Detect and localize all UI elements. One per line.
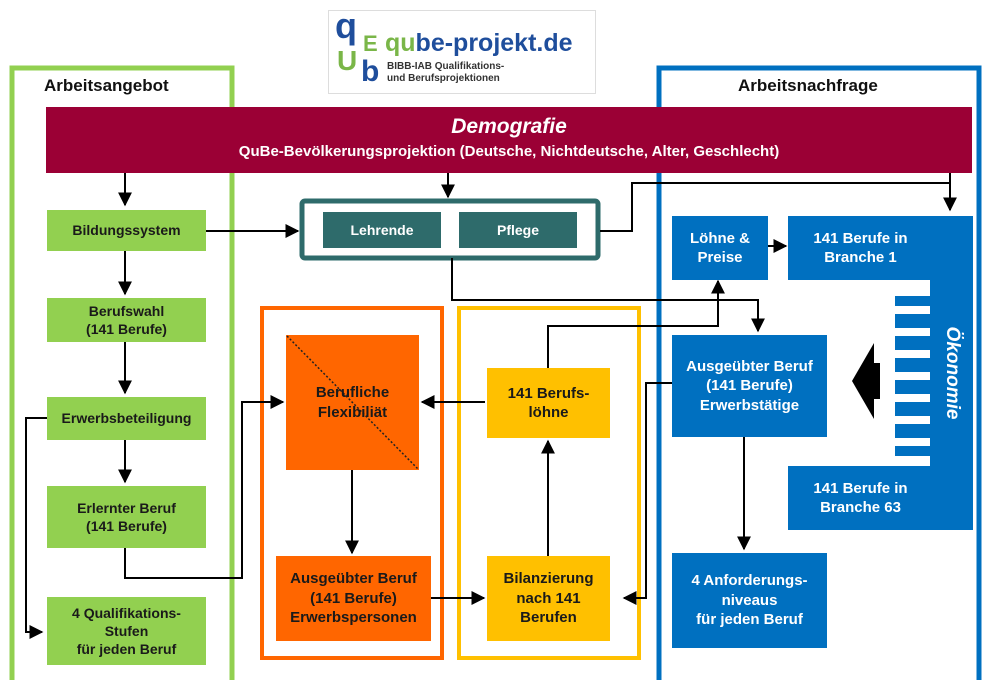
arrow-erwerbstaetige-bilanz bbox=[622, 382, 672, 605]
flexibilitaet-diagonal bbox=[286, 335, 419, 470]
box-berufsloehne: 141 Berufs- löhne bbox=[487, 368, 610, 438]
logo-mark-e: E bbox=[363, 31, 378, 56]
logo-subtitle-2: und Berufsprojektionen bbox=[387, 73, 500, 84]
box-ausgeuebter-beruf-erwerbspersonen: Ausgeübter Beruf (141 Berufe) Erwerbsper… bbox=[276, 556, 431, 641]
box-branche-1: 141 Berufe in Branche 1 bbox=[788, 216, 973, 280]
box-bildungssystem: Bildungssystem bbox=[47, 210, 206, 251]
header-arbeitsangebot: Arbeitsangebot bbox=[44, 76, 169, 95]
supply-frame bbox=[9, 65, 235, 680]
box-erlernter-beruf: Erlernter Beruf (141 Berufe) bbox=[47, 486, 206, 548]
box-bilanzierung: Bilanzierung nach 141 Berufen bbox=[487, 556, 610, 641]
logo-title-be: be-projekt.de bbox=[415, 29, 573, 57]
logo-mark-b: b bbox=[361, 55, 380, 88]
arrow-erwerb-quali bbox=[25, 417, 47, 639]
logo: q E U b qube-projekt.de BIBB-IAB Qualifi… bbox=[328, 5, 596, 94]
box-anforderungsniveaus: 4 Anforderungs- niveaus für jeden Beruf bbox=[672, 553, 827, 648]
box-berufswahl: Berufswahl (141 Berufe) bbox=[47, 298, 206, 342]
box-branche-63: 141 Berufe in Branche 63 bbox=[788, 466, 973, 530]
yellow-group-frame bbox=[457, 306, 641, 660]
box-pflege: Pflege bbox=[459, 212, 577, 248]
demand-frame bbox=[656, 65, 982, 680]
box-ausgeuebter-beruf-erwerbstaetige: Ausgeübter Beruf (141 Berufe) Erwerbstät… bbox=[672, 335, 827, 437]
logo-subtitle-1: BIBB-IAB Qualifikations- bbox=[387, 61, 505, 72]
line-teal-branche bbox=[600, 182, 950, 232]
label-oekonomie: Ökonomie bbox=[942, 326, 963, 420]
logo-mark-u: U bbox=[337, 45, 358, 76]
oekonomie-shape bbox=[895, 278, 973, 468]
demografie-banner: Demografie QuBe-Bevölkerungsprojektion (… bbox=[46, 107, 972, 173]
oekonomie-arrow bbox=[852, 343, 874, 419]
demografie-title: Demografie bbox=[451, 115, 567, 138]
header-arbeitsnachfrage: Arbeitsnachfrage bbox=[738, 76, 878, 95]
arrow-erlernt-flex bbox=[124, 395, 285, 579]
logo-title: qube-projekt.de bbox=[385, 29, 573, 58]
box-qualifikationsstufen: 4 Qualifikations- Stufen für jeden Beruf bbox=[47, 597, 206, 665]
logo-title-qu: qu bbox=[385, 29, 416, 57]
orange-group-frame bbox=[260, 306, 444, 660]
arrow-loehne-preise bbox=[547, 279, 725, 368]
box-berufliche-flexibilitaet: Berufliche Flexibiliät bbox=[315, 384, 390, 421]
logo-mark-q: q bbox=[335, 5, 357, 46]
demografie-subtitle: QuBe-Bevölkerungsprojektion (Deutsche, N… bbox=[238, 143, 780, 160]
box-lehrende: Lehrende bbox=[323, 212, 441, 248]
arrow-teal-ausgeuebt bbox=[451, 258, 765, 333]
box-loehne-preise: Löhne & Preise bbox=[672, 216, 768, 280]
box-erwerbsbeteiligung: Erwerbsbeteiligung bbox=[47, 397, 206, 440]
